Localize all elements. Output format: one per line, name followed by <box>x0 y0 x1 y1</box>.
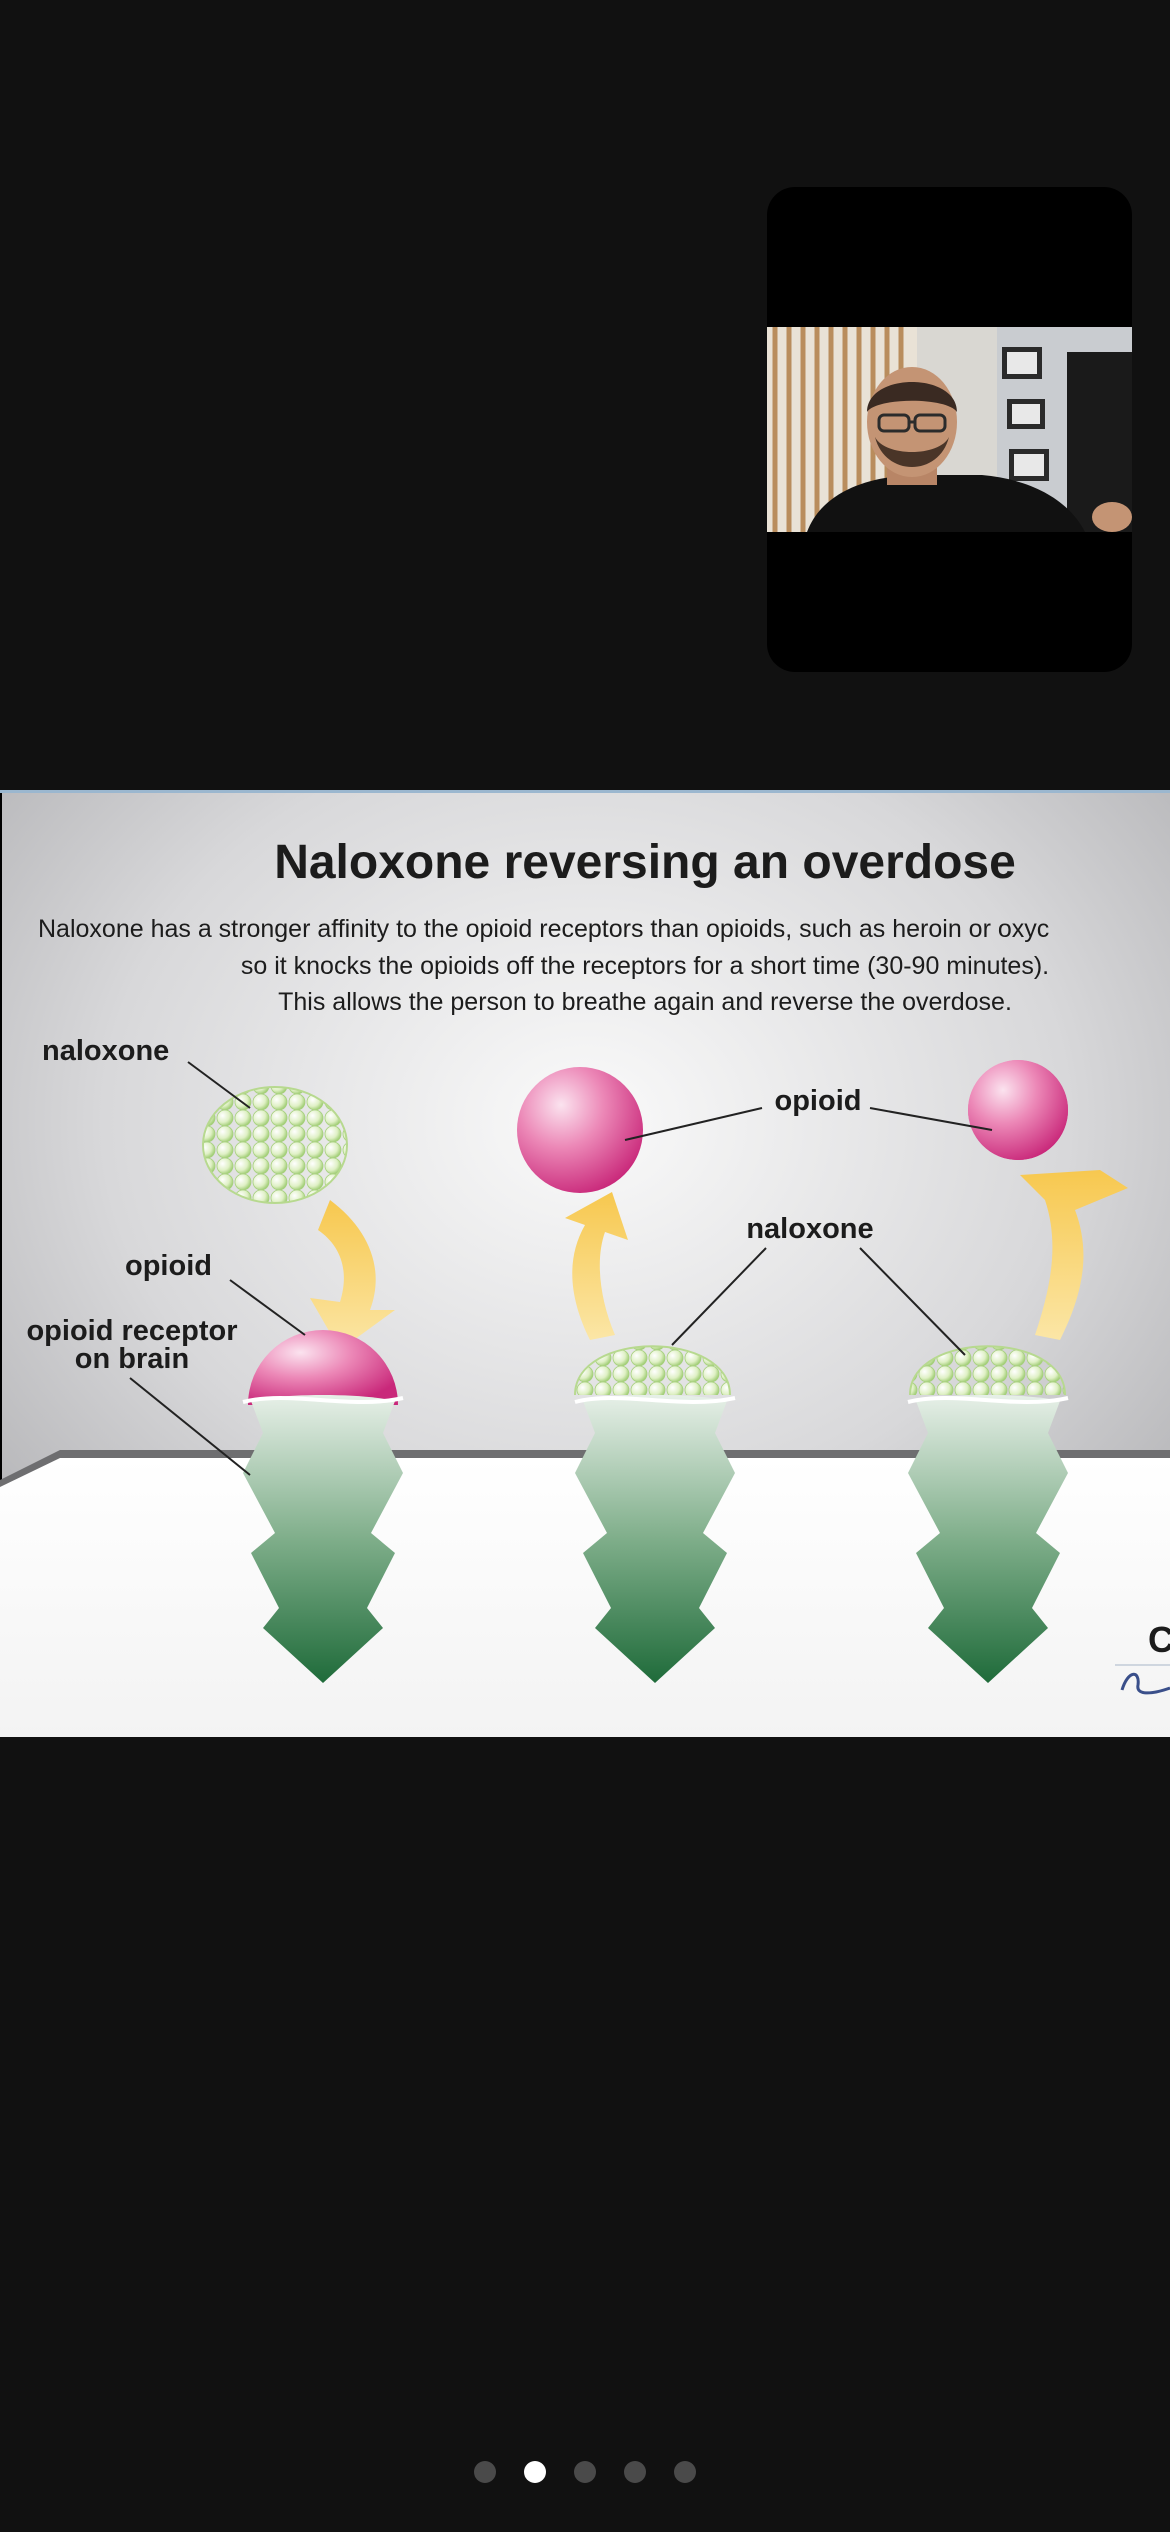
slide-body-line-3: This allows the person to breathe again … <box>278 988 1012 1016</box>
opioid-molecule-right <box>968 1060 1068 1160</box>
opioid-molecule-middle <box>517 1067 643 1193</box>
participant-video-tile[interactable] <box>767 187 1132 672</box>
partial-logo-letter: C <box>1148 1619 1170 1660</box>
label-opioid-top: opioid <box>775 1085 862 1117</box>
slide-body-line-2: so it knocks the opioids off the recepto… <box>241 952 1049 980</box>
label-naloxone-left: naloxone <box>42 1035 169 1067</box>
label-opioid-left: opioid <box>125 1250 212 1282</box>
page-dot-3[interactable] <box>574 2461 596 2483</box>
curved-arrow-left <box>310 1200 395 1350</box>
naloxone-molecule-right <box>909 1345 1066 1396</box>
naloxone-molecule-middle <box>574 1345 731 1396</box>
label-naloxone-middle: naloxone <box>746 1213 873 1245</box>
page-dot-2[interactable] <box>524 2461 546 2483</box>
page-indicator <box>0 2458 1170 2486</box>
shared-screen-view[interactable]: Naloxone reversing an overdose Naloxone … <box>0 790 1170 1737</box>
participant-video-image <box>767 327 1132 532</box>
signature-mark <box>1120 1672 1170 1695</box>
opioid-molecule-bound <box>248 1330 398 1405</box>
label-receptor-line-1: opioid receptor <box>26 1315 237 1347</box>
curved-arrow-middle <box>565 1192 628 1340</box>
slide-canvas: Naloxone reversing an overdose Naloxone … <box>0 790 1170 1737</box>
page-dot-1[interactable] <box>474 2461 496 2483</box>
slide-body-line-1: Naloxone has a stronger affinity to the … <box>38 915 1049 943</box>
slide-title: Naloxone reversing an overdose <box>274 836 1016 889</box>
curved-arrow-right <box>1020 1170 1128 1340</box>
naloxone-molecule-left <box>202 1086 348 1204</box>
page-dot-4[interactable] <box>624 2461 646 2483</box>
participant-video-feed <box>767 327 1132 532</box>
label-receptor-line-2: on brain <box>75 1343 189 1375</box>
page-dot-5[interactable] <box>674 2461 696 2483</box>
